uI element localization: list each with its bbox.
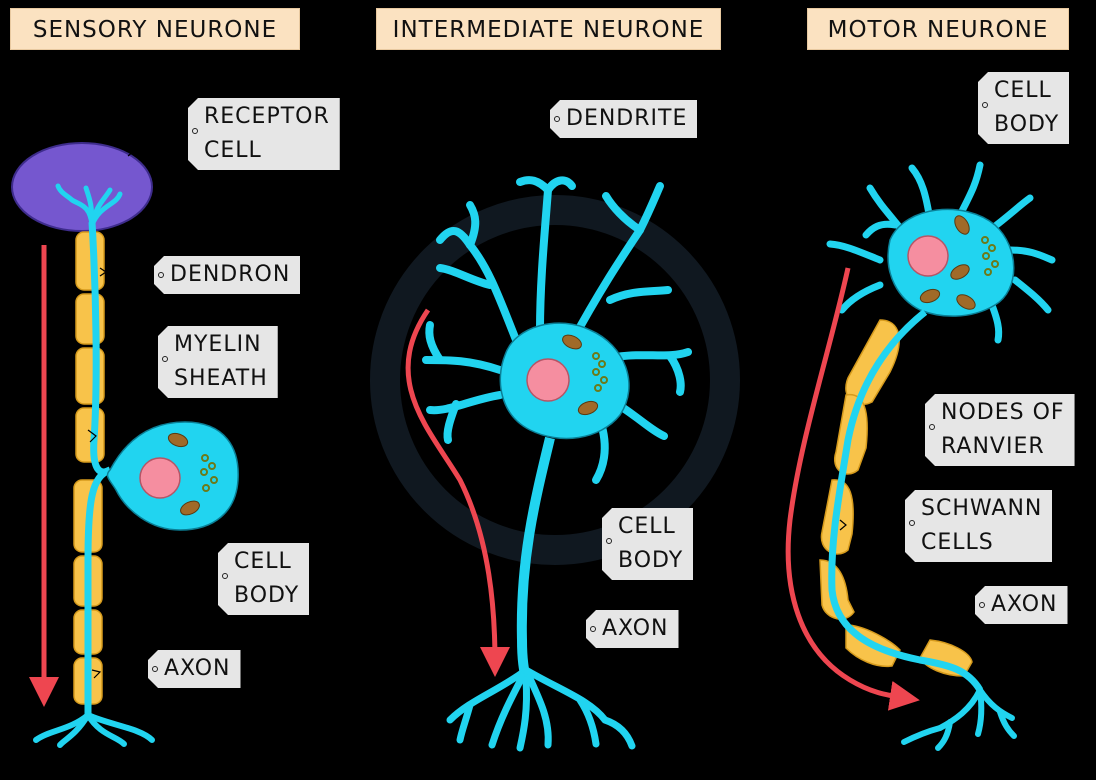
sensory-neurone: [11, 142, 239, 748]
intermediate-axon-fibre: [516, 436, 555, 681]
sensory-mitochondria: [167, 432, 200, 516]
label-line: RANVIER: [941, 434, 1045, 459]
intermediate-nucleus: [526, 358, 570, 402]
label-receptor-cell: RECEPTOR CELL: [188, 98, 340, 170]
label-line: AXON: [164, 656, 231, 681]
tag-hole: [982, 102, 988, 108]
watermark: [370, 195, 740, 565]
label-motor-cell-body: CELL BODY: [978, 72, 1069, 144]
label-line: SHEATH: [174, 366, 268, 391]
label-line: RECEPTOR: [204, 104, 330, 129]
tag-hole: [606, 538, 612, 544]
label-line: CELLS: [921, 530, 994, 555]
intermediate-neurone: [370, 176, 740, 752]
tag-hole: [152, 666, 158, 672]
tag-hole: [590, 626, 596, 632]
sensory-fibre: [88, 221, 112, 476]
label-nodes-of-ranvier: NODES OF RANVIER: [925, 394, 1075, 466]
tag-hole: [222, 573, 228, 579]
label-myelin-sheath: MYELIN SHEATH: [158, 326, 278, 398]
label-line: CELL: [994, 78, 1052, 103]
title-motor-neurone: MOTOR NEURONE: [807, 8, 1069, 50]
label-line: AXON: [602, 616, 669, 641]
label-line: CELL: [618, 514, 676, 539]
motor-cell-body: [887, 208, 1015, 317]
sensory-nucleus: [139, 457, 181, 499]
tag-hole: [162, 356, 168, 362]
dendron-endings: [55, 183, 123, 228]
tag-hole: [909, 520, 915, 526]
sensory-er: [200, 454, 218, 492]
label-sensory-cell-body: CELL BODY: [218, 543, 309, 615]
label-sensory-axon: AXON: [148, 650, 241, 688]
motor-er: [981, 236, 999, 276]
label-line: CELL: [234, 549, 292, 574]
sensory-terminals: [33, 712, 155, 748]
intermediate-direction-arrow: [405, 308, 510, 677]
label-dendrite: DENDRITE: [550, 100, 697, 138]
label-line: NODES OF: [941, 400, 1065, 425]
tag-hole: [979, 602, 985, 608]
sensory-axon-fibre: [84, 466, 112, 720]
motor-direction-arrow: [785, 267, 920, 711]
label-line: DENDRITE: [566, 106, 688, 131]
tag-hole: [929, 424, 935, 430]
label-pointers: [87, 149, 853, 679]
label-line: BODY: [994, 112, 1060, 137]
label-line: MYELIN: [174, 332, 262, 357]
label-intermediate-axon: AXON: [586, 610, 679, 648]
label-schwann-cells: SCHWANN CELLS: [905, 490, 1052, 562]
receptor-cell-shape: [11, 142, 153, 232]
title-intermediate-neurone: INTERMEDIATE NEURONE: [376, 8, 721, 50]
tag-hole: [554, 116, 560, 122]
motor-axon-fibre: [828, 309, 984, 692]
motor-neurone: [785, 161, 1056, 751]
motor-mitochondria: [919, 215, 976, 310]
label-line: BODY: [618, 548, 684, 573]
label-line: CELL: [204, 138, 262, 163]
intermediate-mitochondria: [562, 334, 599, 416]
label-line: DENDRON: [170, 262, 291, 287]
label-line: AXON: [991, 592, 1058, 617]
label-intermediate-cell-body: CELL BODY: [602, 508, 693, 580]
intermediate-terminals: [446, 666, 636, 752]
intermediate-er: [592, 352, 608, 392]
motor-terminals: [901, 687, 1017, 751]
tag-hole: [192, 128, 198, 134]
label-motor-axon: AXON: [975, 586, 1068, 624]
sensory-myelin-upper: [75, 231, 105, 463]
tag-hole: [158, 272, 164, 278]
title-sensory-neurone: SENSORY NEURONE: [10, 8, 300, 50]
label-line: SCHWANN: [921, 496, 1043, 521]
label-line: BODY: [234, 583, 300, 608]
motor-nucleus: [907, 235, 949, 277]
label-dendron: DENDRON: [154, 256, 300, 294]
